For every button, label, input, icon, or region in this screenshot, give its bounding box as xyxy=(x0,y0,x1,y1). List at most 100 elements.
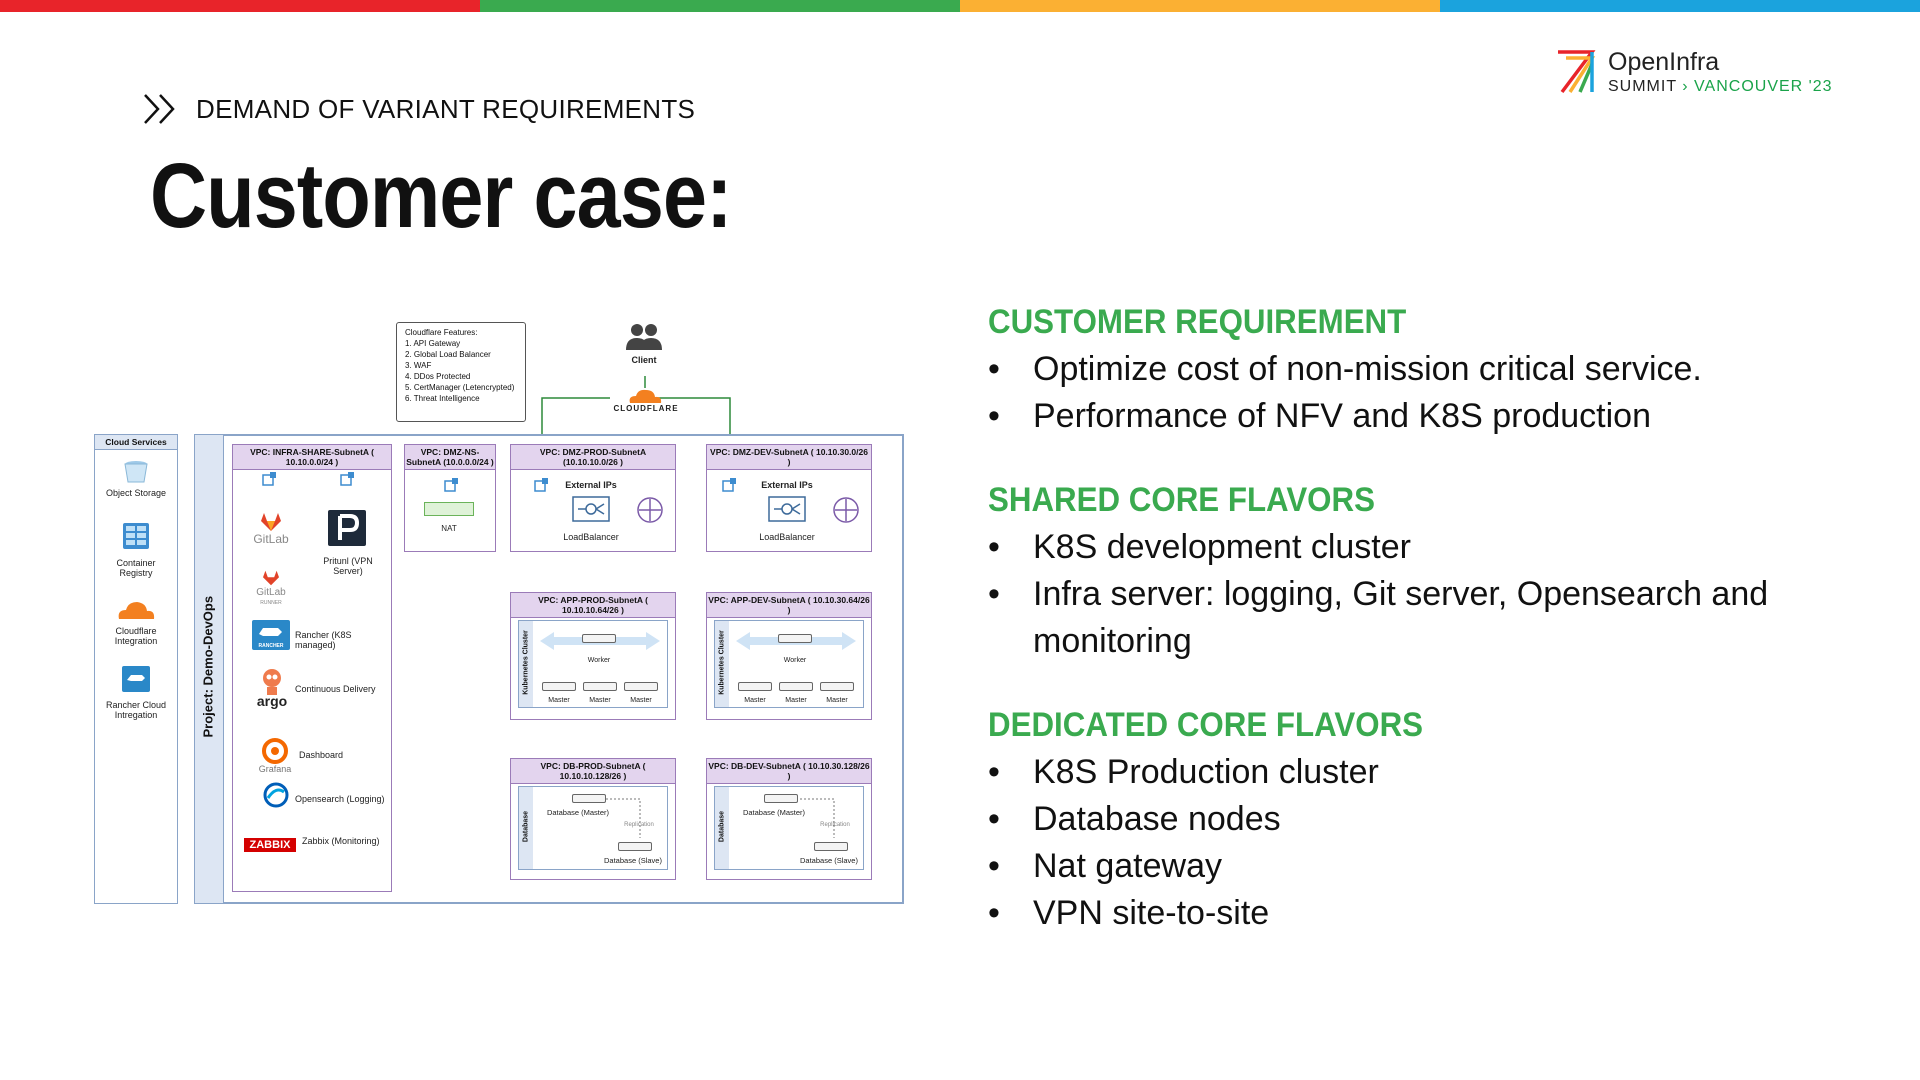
cf-feature: 1. API Gateway xyxy=(405,339,461,348)
architecture-diagram: Cloudflare Features: 1. API Gateway 2. G… xyxy=(94,312,906,906)
list-item: K8S Production cluster xyxy=(988,749,1868,796)
db-master-label: Database (Master) xyxy=(742,808,806,817)
section-dedicated-core-flavors: DEDICATED CORE FLAVORS K8S Production cl… xyxy=(988,703,1868,937)
argo-label: argo xyxy=(256,693,288,709)
list-item: K8S development cluster xyxy=(988,524,1868,571)
replication-label: Replication xyxy=(820,822,850,828)
grafana-icon xyxy=(262,738,288,764)
database-slave-icon xyxy=(618,842,652,851)
replication-line xyxy=(606,798,641,838)
database-master-icon xyxy=(572,794,606,803)
argo-icon xyxy=(263,669,281,695)
database-slave-icon xyxy=(814,842,848,851)
master-node-icon xyxy=(820,682,854,691)
gitlab-label: GitLab xyxy=(253,532,289,546)
vpc-header: VPC: DB-DEV-SubnetA ( 10.10.30.128/26 ) xyxy=(707,759,871,784)
network-interface-icon xyxy=(262,472,276,486)
breadcrumb-text: DEMAND OF VARIANT REQUIREMENTS xyxy=(196,93,696,124)
master-node-icon xyxy=(779,682,813,691)
external-ips-label: External IPs xyxy=(761,480,813,490)
cluster-label: Kubernetes Cluster xyxy=(522,630,530,695)
top-bar-green xyxy=(480,0,960,12)
master-label: Master xyxy=(744,697,766,704)
nat-label: NAT xyxy=(441,524,457,533)
db-slave-label: Database (Slave) xyxy=(604,856,662,865)
nat-device-icon xyxy=(424,502,474,516)
worker-node-icon xyxy=(778,634,812,643)
network-interface-icon xyxy=(444,478,458,492)
top-bar-blue xyxy=(1440,0,1920,12)
load-balancer-label: LoadBalancer xyxy=(759,532,815,542)
infra-service-label: Dashboard xyxy=(299,750,344,760)
infra-service-label: Continuous Delivery xyxy=(295,684,376,694)
infra-service-label: Rancher (K8S managed) xyxy=(295,630,352,650)
list-item: Optimize cost of non-mission critical se… xyxy=(988,346,1868,393)
load-balancer-icon xyxy=(572,496,610,522)
section-heading: SHARED CORE FLAVORS xyxy=(988,481,1375,519)
vpc-header: VPC: DMZ-NS-SubnetA (10.0.0.0/24 ) xyxy=(405,445,495,470)
list-item: VPN site-to-site xyxy=(988,890,1868,937)
cloud-service-label: Rancher Cloud Intregation xyxy=(105,700,167,720)
vpc-header: VPC: DMZ-DEV-SubnetA ( 10.10.30.0/26 ) xyxy=(707,445,871,470)
vpc-header: VPC: APP-DEV-SubnetA ( 10.10.30.64/26 ) xyxy=(707,593,871,618)
external-ips-label: External IPs xyxy=(565,480,617,490)
cf-feature: 2. Global Load Balancer xyxy=(405,350,491,359)
cf-feature: Cloudflare Features: xyxy=(405,328,478,337)
cluster-label-strip xyxy=(519,621,533,707)
worker-node-icon xyxy=(582,634,616,643)
project-label-strip xyxy=(195,435,224,903)
cloud-services-title: Cloud Services xyxy=(95,435,177,450)
container-registry-icon xyxy=(123,523,149,549)
load-balancer-label: LoadBalancer xyxy=(563,532,619,542)
gitlab-runner-sub: RUNNER xyxy=(260,600,282,606)
page-title: Customer case: xyxy=(150,145,732,247)
gitlab-icon xyxy=(261,513,281,531)
breadcrumb: DEMAND OF VARIANT REQUIREMENTS xyxy=(142,92,695,126)
vpc-infra-share: VPC: INFRA-SHARE-SubnetA ( 10.10.0.0/24 … xyxy=(232,444,392,892)
worker-label: Worker xyxy=(587,657,611,664)
cloudflare-features-box: Cloudflare Features: 1. API Gateway 2. G… xyxy=(396,322,526,422)
rancher-logo-icon xyxy=(252,620,290,650)
infra-service-label: Opensearch (Logging) xyxy=(295,794,385,804)
list-item: Nat gateway xyxy=(988,843,1868,890)
client-label: Client xyxy=(631,355,657,365)
section-heading: DEDICATED CORE FLAVORS xyxy=(988,706,1424,744)
master-label: Master xyxy=(589,697,611,704)
master-label: Master xyxy=(630,697,652,704)
worker-label: Worker xyxy=(783,657,807,664)
database-label-strip xyxy=(715,787,729,869)
rancher-icon xyxy=(122,666,150,692)
db-master-label: Database (Master) xyxy=(546,808,610,817)
vpc-header: VPC: DMZ-PROD-SubnetA (10.10.10.0/26 ) xyxy=(511,445,675,470)
zabbix-logo: ZABBIX xyxy=(244,838,296,852)
vpc-header: VPC: INFRA-SHARE-SubnetA ( 10.10.0.0/24 … xyxy=(233,445,391,470)
network-interface-icon xyxy=(340,472,354,486)
list-item: Performance of NFV and K8S production xyxy=(988,393,1868,440)
cf-feature: 3. WAF xyxy=(405,361,432,370)
logo-name: OpenInfra xyxy=(1608,48,1720,76)
top-bar-red xyxy=(0,0,480,12)
cloudflare-integration-icon xyxy=(118,602,155,619)
requirements-panel: CUSTOMER REQUIREMENT Optimize cost of no… xyxy=(988,300,1868,975)
vpc-header: VPC: APP-PROD-SubnetA ( 10.10.10.64/26 ) xyxy=(511,593,675,618)
vpc-header: VPC: DB-PROD-SubnetA ( 10.10.10.128/26 ) xyxy=(511,759,675,784)
cloud-service-label: Cloudflare Integration xyxy=(114,626,158,646)
replication-line xyxy=(800,798,835,838)
users-icon xyxy=(626,324,662,350)
router-icon xyxy=(833,497,859,523)
master-label: Master xyxy=(785,697,807,704)
database-label: Database xyxy=(718,810,726,843)
cluster-label: Kubernetes Cluster xyxy=(718,630,726,695)
db-slave-label: Database (Slave) xyxy=(800,856,858,865)
cf-feature: 6. Threat Intelligence xyxy=(405,394,480,403)
pritunl-label: Pritunl (VPN Server) xyxy=(323,556,373,576)
section-shared-core-flavors: SHARED CORE FLAVORS K8S development clus… xyxy=(988,478,1868,665)
load-balancer-icon xyxy=(768,496,806,522)
cloudflare-cloud-icon xyxy=(629,389,662,403)
master-label: Master xyxy=(548,697,570,704)
replication-label: Replication xyxy=(624,822,654,828)
database-master-icon xyxy=(764,794,798,803)
double-chevron-right-icon xyxy=(144,94,175,124)
grafana-label: Grafana xyxy=(258,764,292,774)
section-customer-requirement: CUSTOMER REQUIREMENT Optimize cost of no… xyxy=(988,300,1868,440)
